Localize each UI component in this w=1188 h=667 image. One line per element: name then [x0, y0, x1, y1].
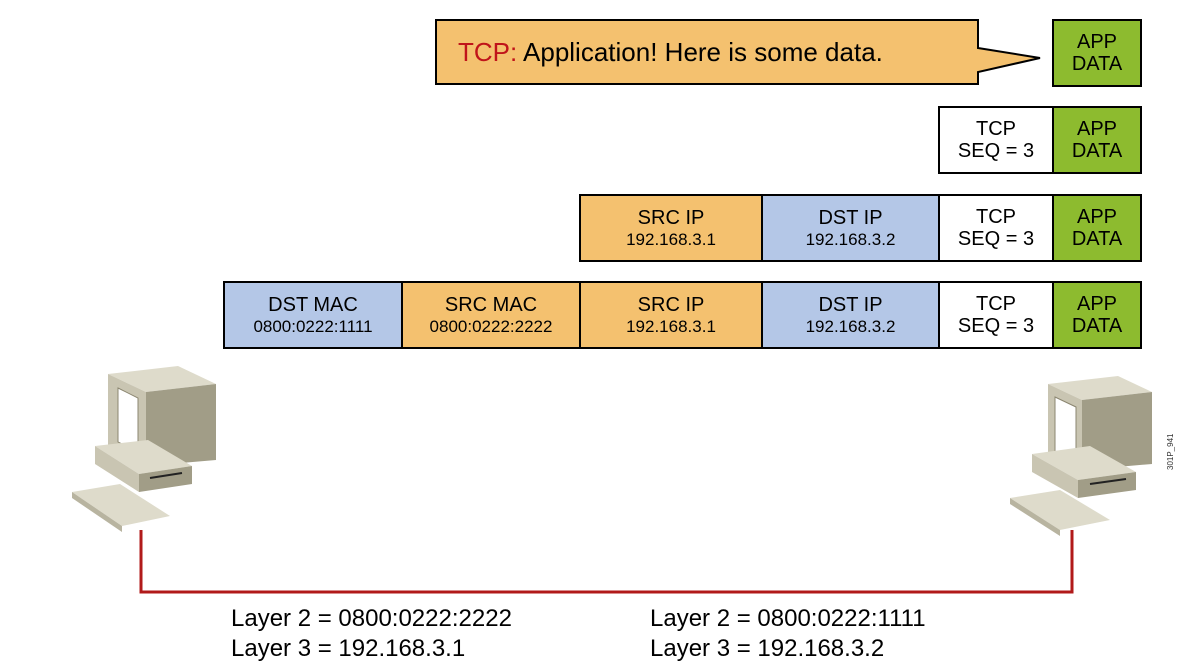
cell-line1: APP	[1076, 30, 1118, 53]
cell-line2: SEQ = 3	[957, 140, 1035, 162]
cell-line2: DATA	[1071, 228, 1123, 250]
dst-ip-cell: DST IP 192.168.3.2	[761, 194, 940, 262]
cell-line1: SRC IP	[637, 207, 705, 230]
cell-line2: DATA	[1071, 315, 1123, 337]
app-data-cell: APP DATA	[1052, 106, 1142, 174]
dst-mac-cell: DST MAC 0800:0222:1111	[223, 281, 403, 349]
callout-speaker: TCP:	[458, 37, 518, 67]
tcp-header-cell: TCP SEQ = 3	[938, 281, 1054, 349]
cell-line2: DATA	[1071, 53, 1123, 75]
cell-line1: TCP	[976, 117, 1016, 140]
tcp-header-cell: TCP SEQ = 3	[938, 194, 1054, 262]
cell-line1: DST IP	[818, 207, 883, 230]
cell-line2: 192.168.3.1	[626, 229, 716, 249]
dst-ip-cell: DST IP 192.168.3.2	[761, 281, 940, 349]
callout-text: TCP: Application! Here is some data.	[458, 37, 883, 68]
cell-line1: APP	[1076, 117, 1118, 140]
cell-line2: 192.168.3.2	[805, 229, 896, 249]
callout-bubble	[435, 19, 1041, 85]
callout-message: Application! Here is some data.	[517, 37, 883, 67]
right-computer-icon	[1010, 376, 1152, 536]
cell-line2: SEQ = 3	[957, 228, 1035, 250]
left-computer-icon	[72, 366, 216, 532]
right-host-layer3: Layer 3 = 192.168.3.2	[650, 635, 885, 662]
right-host-layer2: Layer 2 = 0800:0222:1111	[650, 605, 926, 632]
figure-id-label: 301P_941	[1166, 433, 1175, 470]
cell-line1: APP	[1076, 292, 1118, 315]
cell-line2: 0800:0222:1111	[253, 316, 373, 336]
cell-line1: SRC IP	[637, 294, 705, 317]
cell-line2: 192.168.3.2	[805, 316, 896, 336]
src-mac-cell: SRC MAC 0800:0222:2222	[401, 281, 581, 349]
app-data-cell: APP DATA	[1052, 19, 1142, 87]
tcp-header-cell: TCP SEQ = 3	[938, 106, 1054, 174]
cell-line1: SRC MAC	[444, 294, 538, 317]
cell-line2: SEQ = 3	[957, 315, 1035, 337]
app-data-cell: APP DATA	[1052, 194, 1142, 262]
cell-line1: TCP	[976, 205, 1016, 228]
cell-line2: 192.168.3.1	[626, 316, 716, 336]
cell-line1: DST MAC	[268, 294, 358, 317]
network-link-line	[139, 530, 1074, 594]
src-ip-cell: SRC IP 192.168.3.1	[579, 281, 763, 349]
cell-line1: TCP	[976, 292, 1016, 315]
src-ip-cell: SRC IP 192.168.3.1	[579, 194, 763, 262]
cell-line2: DATA	[1071, 140, 1123, 162]
app-data-cell: APP DATA	[1052, 281, 1142, 349]
cell-line1: DST IP	[818, 294, 883, 317]
cell-line2: 0800:0222:2222	[429, 316, 553, 336]
left-host-layer3: Layer 3 = 192.168.3.1	[231, 635, 466, 662]
cell-line1: APP	[1076, 205, 1118, 228]
left-host-layer2: Layer 2 = 0800:0222:2222	[231, 605, 512, 632]
